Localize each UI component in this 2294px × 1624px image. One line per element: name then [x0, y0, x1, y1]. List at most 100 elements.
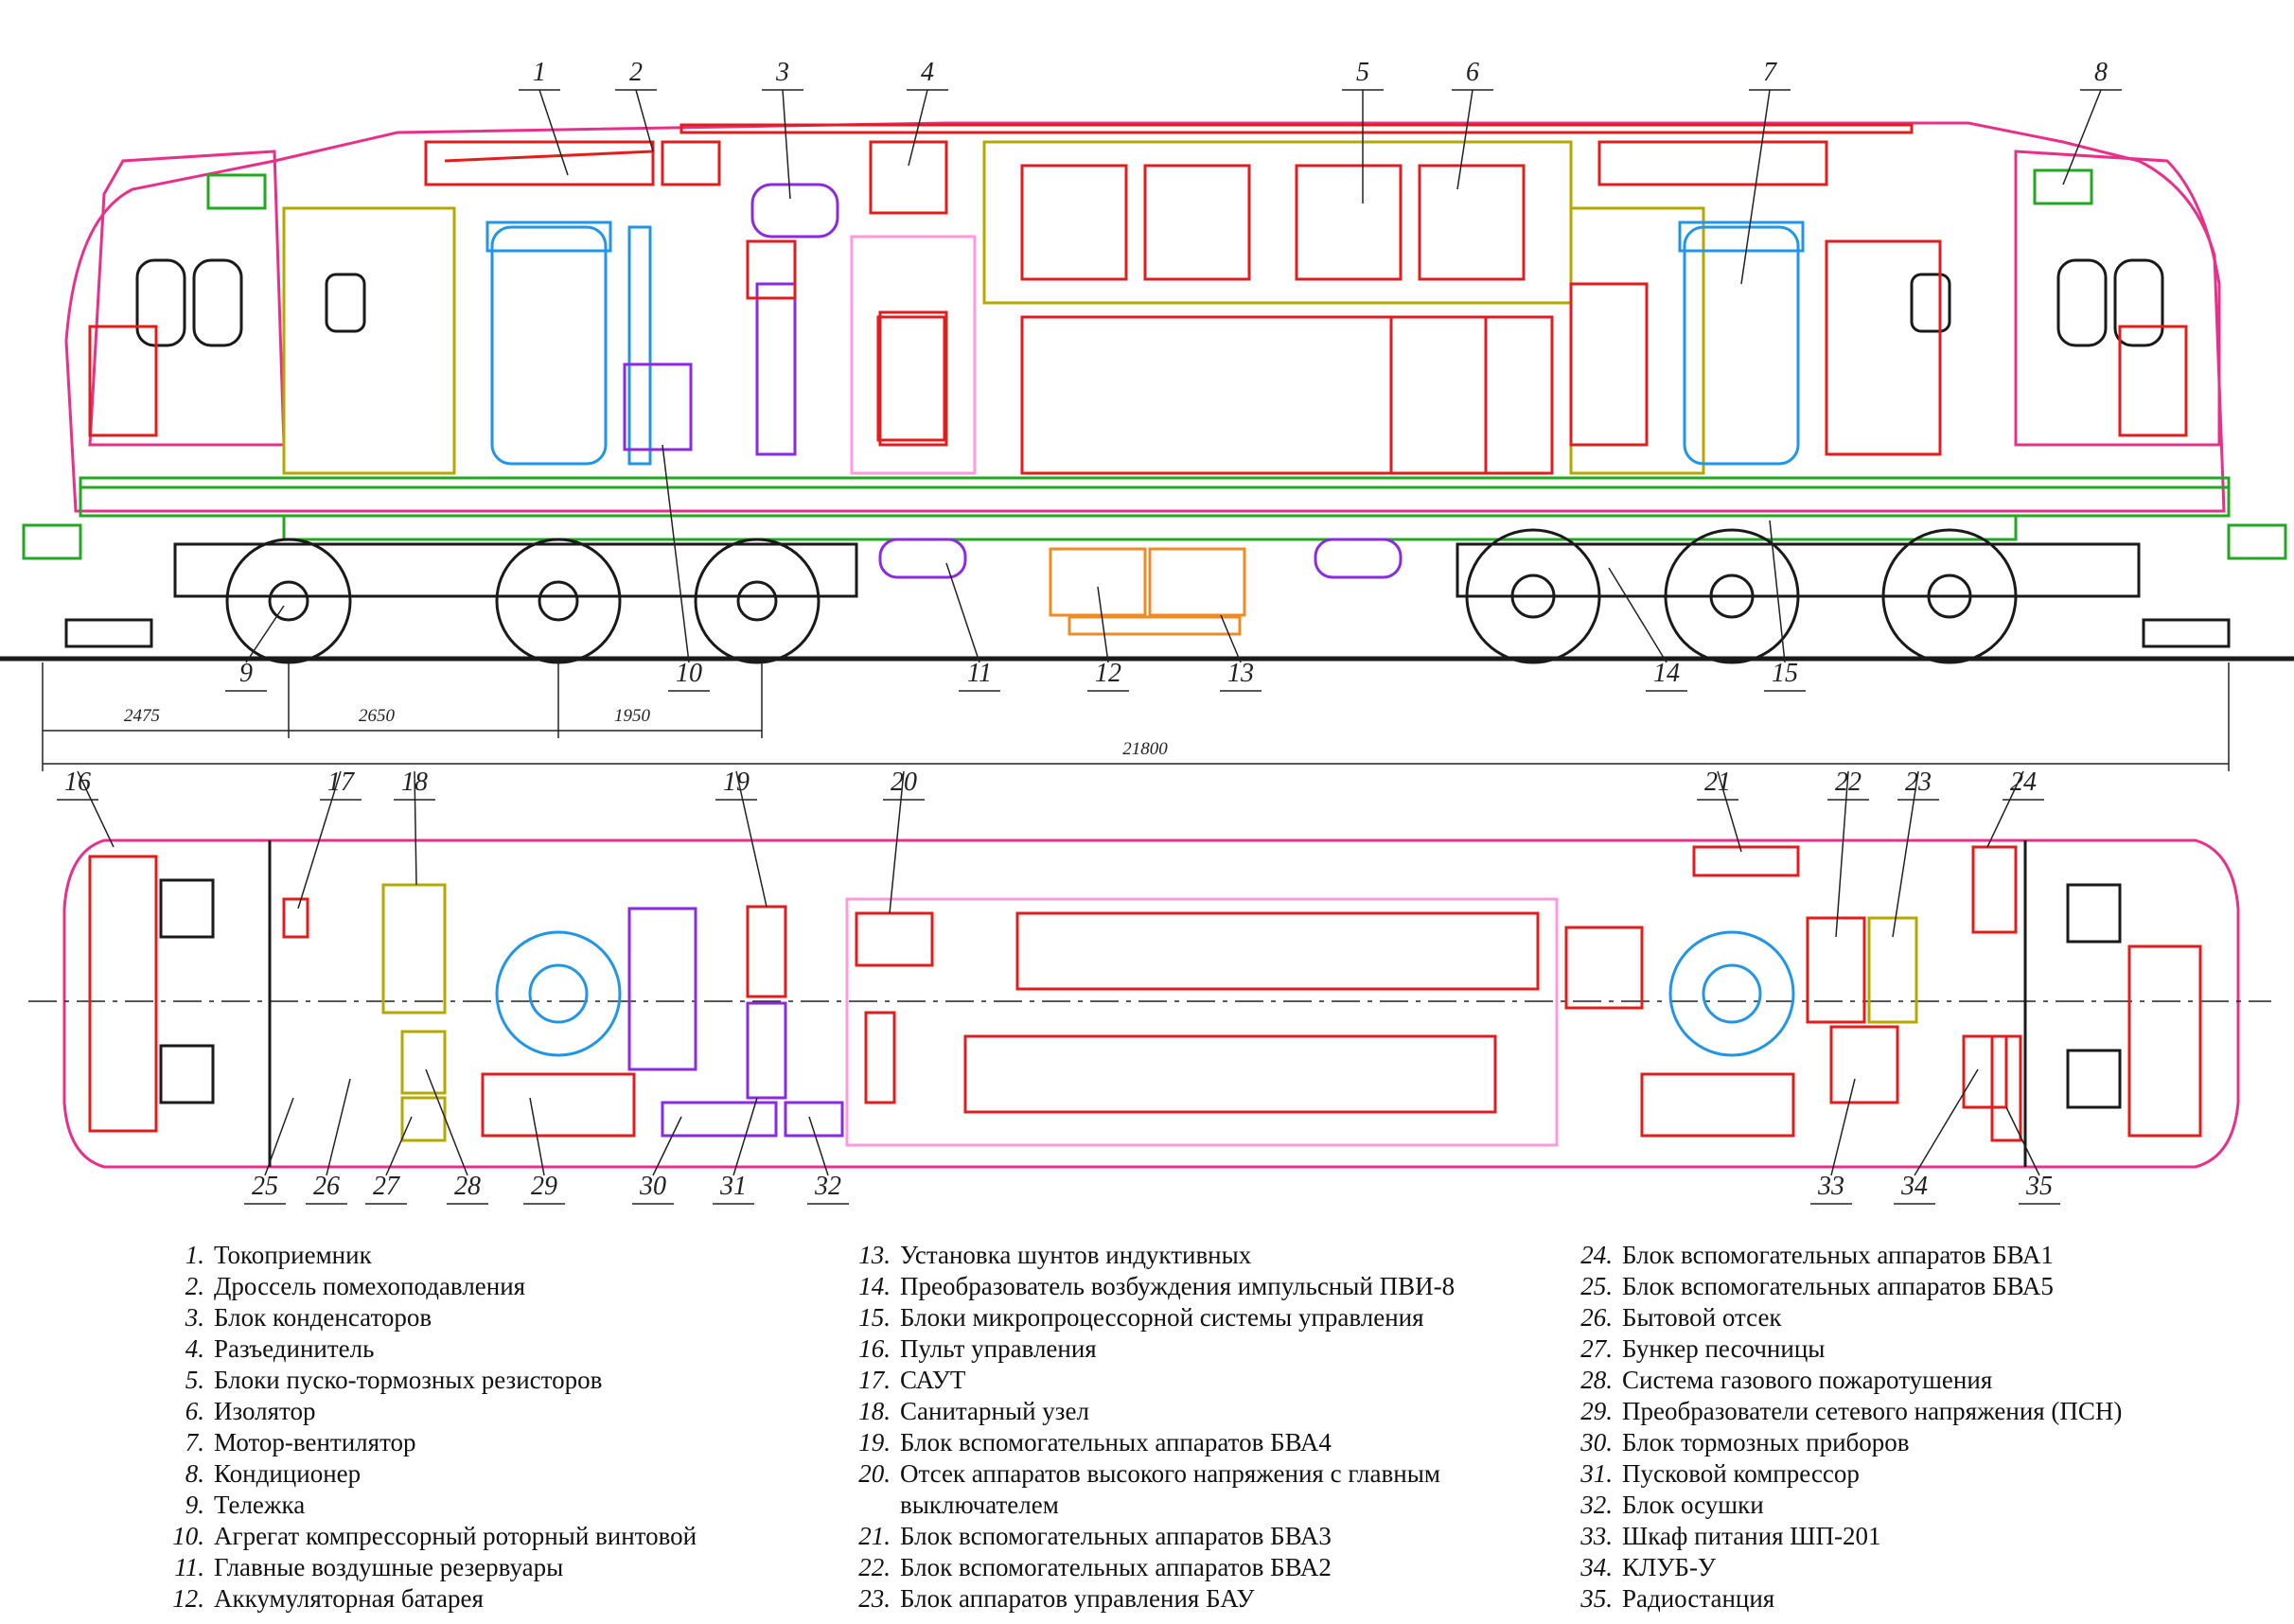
side-door-left: [325, 273, 366, 333]
legend-item: 14.Преобразователь возбуждения импульсны…: [856, 1271, 1576, 1302]
side-door-right: [1910, 273, 1951, 333]
dim-axle-offset: 2475: [124, 706, 160, 726]
legend-item-number: 5.: [185, 1366, 204, 1394]
legend-item-number: 10.: [172, 1522, 204, 1550]
legend-item-number: 23.: [858, 1584, 891, 1613]
motor-fan-plan-right-inner: [1702, 963, 1762, 1024]
legend-item: 10.Агрегат компрессорный роторный винтов…: [170, 1521, 852, 1552]
legend-item-text: Санитарный узел: [900, 1397, 1089, 1425]
left-cab-window-2: [192, 258, 243, 347]
left-cab-window-1: [135, 258, 186, 347]
left-cab-nose: [88, 150, 286, 447]
legend-item-text: Аккумуляторная батарея: [214, 1584, 484, 1613]
legend-item-number: 30.: [1580, 1428, 1613, 1456]
legend-item-number: 34.: [1580, 1553, 1613, 1581]
side-callout-10: 10: [676, 659, 702, 688]
legend-item: 8.Кондиционер: [170, 1458, 852, 1490]
legend-item-text: Блок аппаратов управления БАУ: [900, 1584, 1255, 1613]
legend-item-number: 29.: [1580, 1397, 1613, 1425]
plan-callout-18: 18: [401, 768, 428, 797]
side-leader-3: [782, 89, 791, 200]
legend-item: 16. Пульт управления: [856, 1333, 1576, 1365]
legend-item-text: Блок вспомогательных аппаратов БВА1: [1622, 1241, 2054, 1269]
hv-apparatus-cell-left: [878, 310, 948, 447]
dryer-block: [784, 1101, 844, 1138]
ground-rail: [0, 656, 2294, 662]
plan-leader-22: [1835, 770, 1849, 938]
legend-item: 1.Токоприемник: [170, 1240, 852, 1271]
plan-callout-20: 20: [891, 768, 917, 797]
side-callout-15: 15: [1772, 659, 1798, 688]
legend-item: 7.Мотор-вентилятор: [170, 1427, 852, 1458]
side-leader-12: [1097, 586, 1109, 663]
wheel-2-hub: [538, 580, 579, 622]
cabinet-ventilation: [746, 239, 797, 300]
wheel-1: [225, 538, 352, 664]
air-reservoir-right: [1314, 538, 1403, 579]
legend-item-text: Разъединитель: [214, 1334, 375, 1363]
side-callout-11: 11: [967, 659, 992, 688]
wheel-3-hub: [736, 580, 778, 622]
plan-leader-20: [889, 770, 905, 914]
plan-callout-31: 31: [719, 1172, 747, 1201]
sand-bunker: [400, 1096, 447, 1142]
plan-leader-16: [77, 770, 115, 848]
right-driver-seat: [2118, 325, 2188, 437]
legend-item-number: 31.: [1580, 1459, 1613, 1488]
plan-leader-30: [652, 1116, 682, 1176]
legend-item: 27.Бункер песочницы: [1579, 1333, 2279, 1365]
legend-item-text: Блок конденсаторов: [214, 1303, 432, 1332]
bogie-rear: [1456, 528, 2141, 664]
bva4-block: [746, 905, 787, 998]
right-cab-window-2: [2113, 258, 2164, 347]
plan-leader-17: [297, 770, 342, 909]
legend-item-number: 21.: [858, 1522, 891, 1550]
wheel-5: [1664, 528, 1800, 664]
legend-item-text: Пульт управления: [900, 1334, 1097, 1363]
legend-item-number: 19.: [858, 1428, 891, 1456]
plan-callout-35: 35: [2025, 1172, 2053, 1201]
legend-item: 9.Тележка: [170, 1490, 852, 1521]
bau-block: [1867, 916, 1918, 1024]
legend-item-text: Кондиционер: [214, 1459, 362, 1488]
legend-item-text: Блок вспомогательных аппаратов БВА2: [900, 1553, 1332, 1581]
legend-item: 18.Санитарный узел: [856, 1396, 1576, 1427]
seat-right-2: [2066, 1049, 2122, 1109]
body-outline: [64, 121, 2226, 513]
wheel-4: [1465, 528, 1601, 664]
legend-item-number: 16.: [858, 1334, 891, 1363]
legend-item-text: КЛУБ-У: [1622, 1553, 1717, 1581]
plan-leader-28: [425, 1068, 468, 1176]
resistor-block-2: [1143, 164, 1251, 281]
shunt-unit: [1068, 615, 1242, 636]
plan-leader-19: [735, 770, 768, 908]
side-leader-8: [2062, 89, 2102, 185]
legend-item-text: Дроссель помехоподавления: [214, 1272, 526, 1300]
legend-item-text: Бункер песочницы: [1622, 1334, 1826, 1363]
underframe: [282, 514, 2018, 541]
legend-item: 11.Главные воздушные резервуары: [170, 1552, 852, 1583]
plan-callout-26: 26: [313, 1172, 340, 1201]
wheel-1-hub: [268, 580, 309, 622]
plan-leader-25: [264, 1097, 294, 1176]
fire-suppression: [400, 1030, 447, 1095]
seat-left-1: [159, 878, 215, 939]
bva1-block: [1971, 845, 2018, 934]
legend-item-text: Мотор-вентилятор: [214, 1428, 416, 1456]
side-callout-6: 6: [1466, 58, 1479, 87]
air-conditioner-left: [206, 173, 267, 210]
dim-axle-spacing-2: 1950: [614, 706, 651, 726]
plan-leader-27: [385, 1116, 413, 1176]
legend-item-number: 28.: [1580, 1366, 1613, 1394]
battery-box-2: [1148, 547, 1246, 617]
plan-callout-27: 27: [373, 1172, 400, 1201]
hv-apparatus-rack: [1020, 315, 1488, 475]
disconnector: [869, 140, 948, 215]
legend-item-number: 24.: [1580, 1241, 1613, 1269]
left-driver-seat: [88, 325, 158, 437]
plan-leader-21: [1717, 770, 1742, 853]
